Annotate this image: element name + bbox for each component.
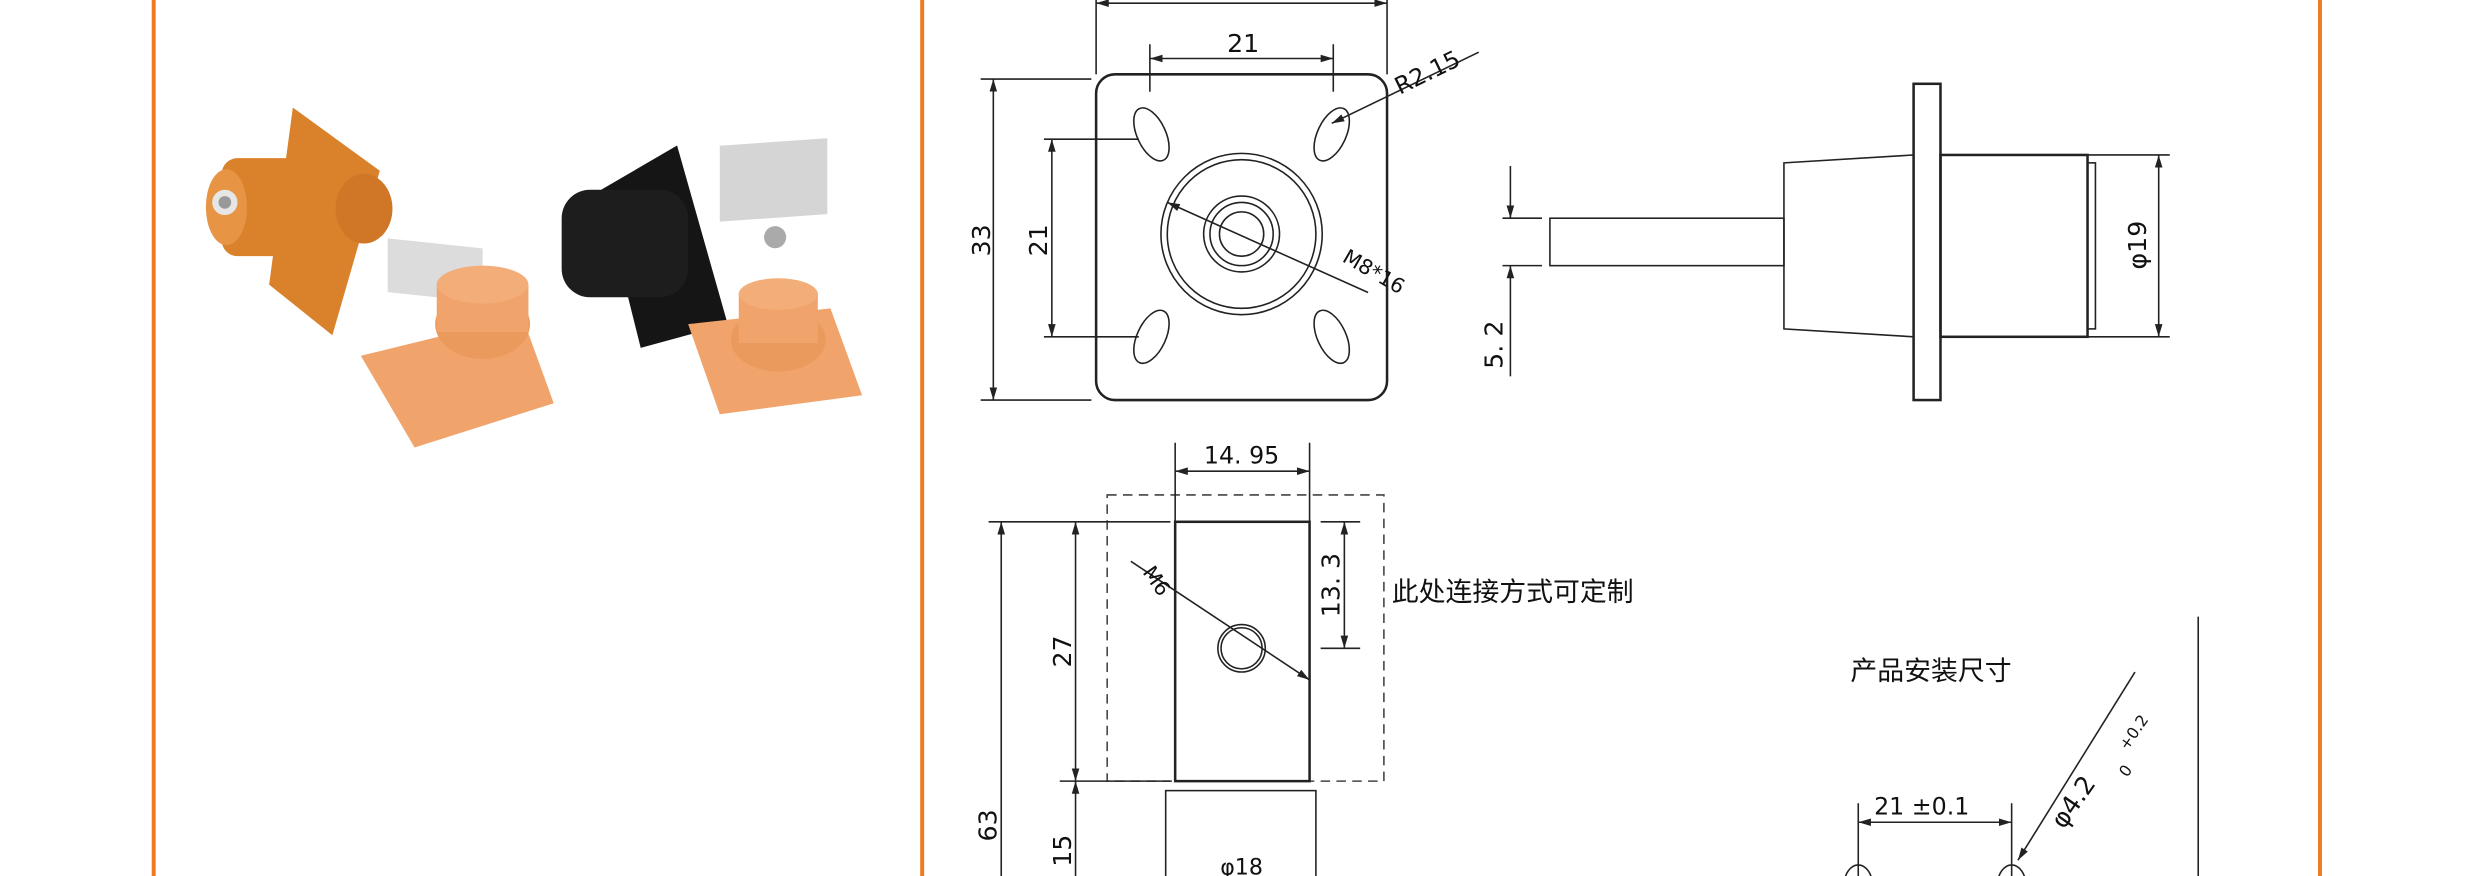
dim-pin-thickness: 5. 2 [1479, 321, 1508, 369]
install-title: 产品安装尺寸 [1850, 656, 2011, 687]
installation-dimensions: 产品安装尺寸 21 ±0.1 φ4.2 +0.2 0 [1844, 616, 2200, 876]
front-view-drawing: 21 R2.15 33 21 M8*16 [967, 0, 1480, 402]
dim-thread-terminal: M6 [1138, 562, 1175, 601]
dim-base-length: 15 [1048, 835, 1077, 867]
dim-height: 33 [967, 224, 996, 256]
dim-hole-spacing: 21 ±0.1 [1874, 792, 1969, 820]
customization-note: 此处连接方式可定制 [1392, 577, 1634, 608]
dim-total-length: 63 [973, 809, 1002, 841]
dim-base-diameter: φ18 [1220, 854, 1263, 876]
dim-radius: R2.15 [1390, 45, 1465, 101]
dim-terminal-width: 14. 95 [1204, 441, 1279, 469]
orange-connector [205, 107, 483, 336]
dim-terminal-length: 27 [1048, 635, 1077, 667]
dim-hole-tolerance-upper: +0.2 [2115, 711, 2153, 753]
top-terminal-drawing: 14. 95 63 27 15 φ18 13. 3 M6 此处连接方式可定制 [973, 441, 1634, 876]
black-connector [561, 138, 828, 348]
orange-cap-right [688, 278, 863, 415]
dim-hole-spacing-vertical: 21 [1024, 224, 1053, 256]
product-photo [205, 107, 863, 448]
orange-cap-left [360, 265, 554, 448]
side-view-drawing: φ19 5. 2 [1479, 82, 2170, 402]
dim-hole-spacing-horizontal: 21 [1227, 29, 1259, 58]
dim-thread-front: M8*16 [1339, 244, 1409, 298]
mounting-slots [1133, 107, 1351, 365]
dim-hole-tolerance-lower: 0 [2115, 761, 2136, 780]
dim-body-diameter: φ19 [2123, 221, 2152, 270]
dim-hole-position: 13. 3 [1317, 553, 1346, 617]
